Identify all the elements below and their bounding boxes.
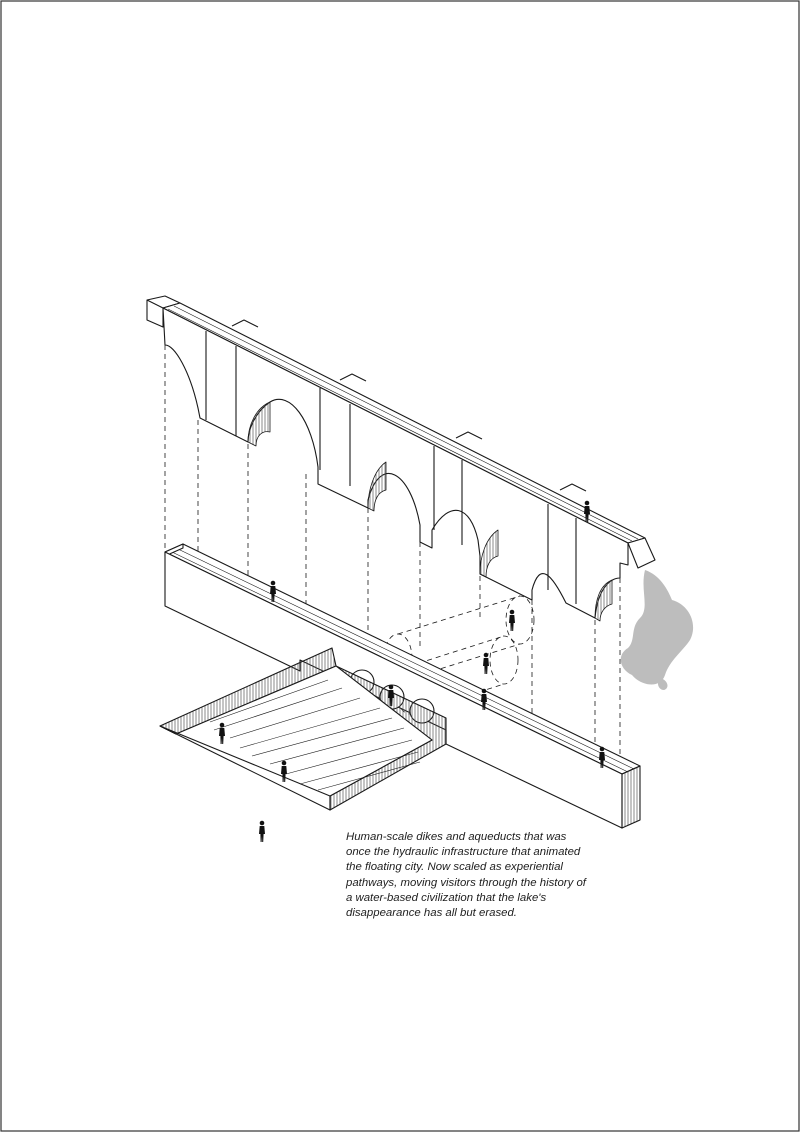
sunken-plaza [159, 647, 447, 811]
person-icon [509, 609, 515, 631]
projection-lines [164, 345, 621, 760]
person-icon [259, 820, 265, 842]
caption-line: disappearance has all but erased. [346, 907, 517, 920]
aqueduct-spout-right [627, 537, 656, 569]
arch-soffit-3 [479, 529, 499, 578]
person-icon [281, 760, 287, 782]
diagram-caption: Human-scale dikes and aqueducts that was… [346, 830, 616, 921]
arch-soffit-1 [247, 401, 271, 447]
caption-line: the floating city. Now scaled as experie… [346, 861, 563, 874]
dike-end-face [621, 765, 641, 829]
caption-line: Human-scale dikes and aqueducts that was [346, 831, 567, 843]
caption-line: once the hydraulic infrastructure that a… [346, 846, 581, 859]
aqueduct [146, 295, 656, 622]
caption-line: pathways, moving visitors through the hi… [346, 876, 586, 889]
arch-soffit-4 [594, 579, 613, 622]
water-splash-icon [620, 570, 694, 690]
arch-soffit-2 [367, 461, 387, 512]
caption-line: a water-based civilization that the lake… [346, 891, 547, 904]
person-icon [483, 652, 489, 674]
